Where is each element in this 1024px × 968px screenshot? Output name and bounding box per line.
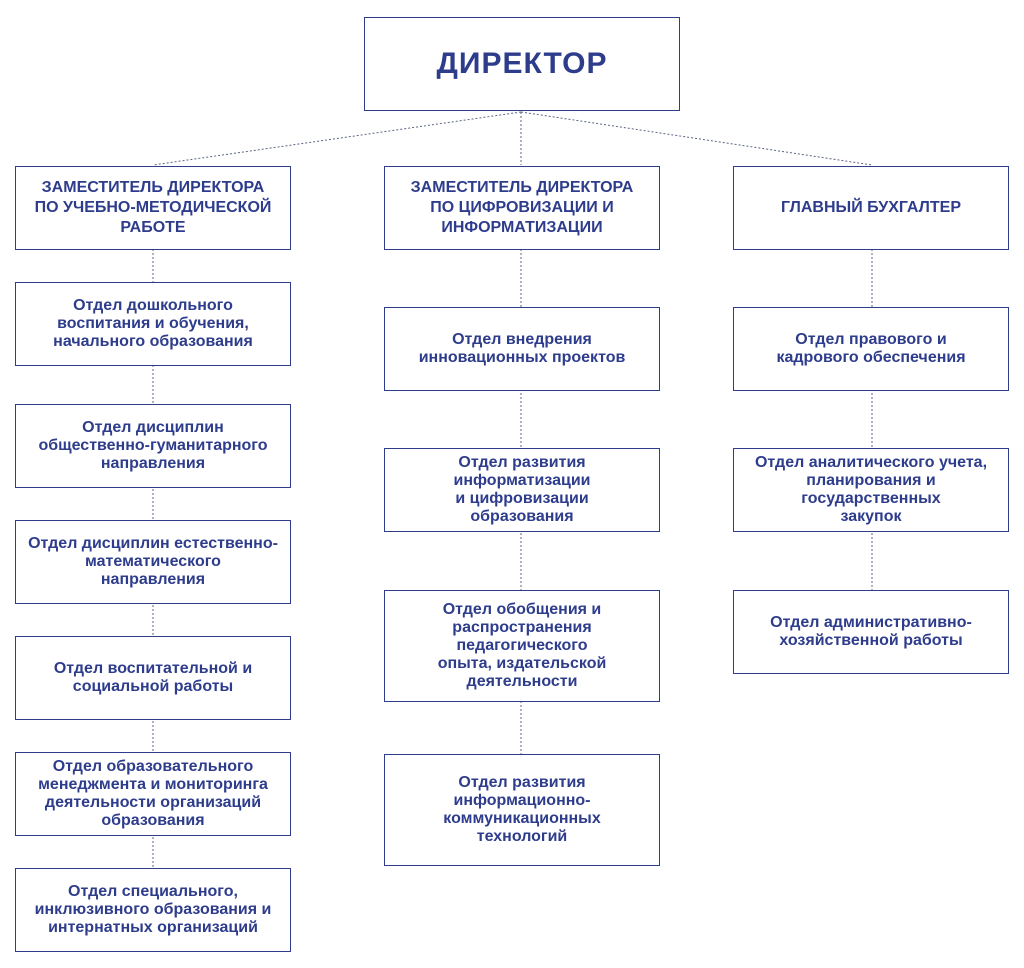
dept-preschool-label: Отдел дошкольного воспитания и обучения,… <box>53 297 253 350</box>
dept-upbringing-label: Отдел воспитательной и социальной работы <box>53 660 253 695</box>
deputy-digital-box: ЗАМЕСТИТЕЛЬ ДИРЕКТОРА ПО ЦИФРОВИЗАЦИИ И … <box>384 166 660 250</box>
deputy-digital-title: ЗАМЕСТИТЕЛЬ ДИРЕКТОРА ПО ЦИФРОВИЗАЦИИ И … <box>410 179 634 236</box>
dept-ict-label: Отдел развития информационно- коммуникац… <box>443 774 601 845</box>
director-title: ДИРЕКТОР <box>436 47 608 80</box>
dept-science-math-box: Отдел дисциплин естественно- математичес… <box>15 520 291 604</box>
dept-informatization-box: Отдел развития информатизации и цифровиз… <box>384 448 660 532</box>
dept-legal-hr-box: Отдел правового и кадрового обеспечения <box>733 307 1009 391</box>
dept-legal-hr-label: Отдел правового и кадрового обеспечения <box>776 331 966 366</box>
dept-analytics-box: Отдел аналитического учета, планирования… <box>733 448 1009 532</box>
dept-science-math-label: Отдел дисциплин естественно- математичес… <box>28 535 278 588</box>
deputy-educational-box: ЗАМЕСТИТЕЛЬ ДИРЕКТОРА ПО УЧЕБНО-МЕТОДИЧЕ… <box>15 166 291 250</box>
dept-admin-box: Отдел административно- хозяйственной раб… <box>733 590 1009 674</box>
dept-admin-label: Отдел административно- хозяйственной раб… <box>770 614 972 649</box>
dept-innovation-label: Отдел внедрения инновационных проектов <box>418 331 626 366</box>
deputy-educational-title: ЗАМЕСТИТЕЛЬ ДИРЕКТОРА ПО УЧЕБНО-МЕТОДИЧЕ… <box>34 179 272 236</box>
dept-innovation-box: Отдел внедрения инновационных проектов <box>384 307 660 391</box>
chief-accountant-box: ГЛАВНЫЙ БУХГАЛТЕР <box>733 166 1009 250</box>
dept-humanities-box: Отдел дисциплин общественно-гуманитарног… <box>15 404 291 488</box>
dept-pedagogical-box: Отдел обобщения и распространения педаго… <box>384 590 660 702</box>
dept-management-label: Отдел образовательного менеджмента и мон… <box>38 758 268 829</box>
connector-director-col3 <box>520 111 873 166</box>
dept-pedagogical-label: Отдел обобщения и распространения педаго… <box>437 601 607 690</box>
connector-director-col1 <box>152 111 522 166</box>
dept-humanities-label: Отдел дисциплин общественно-гуманитарног… <box>38 419 268 472</box>
chief-accountant-title: ГЛАВНЫЙ БУХГАЛТЕР <box>780 199 962 216</box>
dept-inclusive-label: Отдел специального, инклюзивного образов… <box>34 883 272 936</box>
dept-upbringing-box: Отдел воспитательной и социальной работы <box>15 636 291 720</box>
dept-inclusive-box: Отдел специального, инклюзивного образов… <box>15 868 291 952</box>
dept-informatization-label: Отдел развития информатизации и цифровиз… <box>453 454 591 525</box>
dept-management-box: Отдел образовательного менеджмента и мон… <box>15 752 291 836</box>
director-box: ДИРЕКТОР <box>364 17 680 111</box>
dept-analytics-label: Отдел аналитического учета, планирования… <box>754 454 988 525</box>
dept-preschool-box: Отдел дошкольного воспитания и обучения,… <box>15 282 291 366</box>
dept-ict-box: Отдел развития информационно- коммуникац… <box>384 754 660 866</box>
